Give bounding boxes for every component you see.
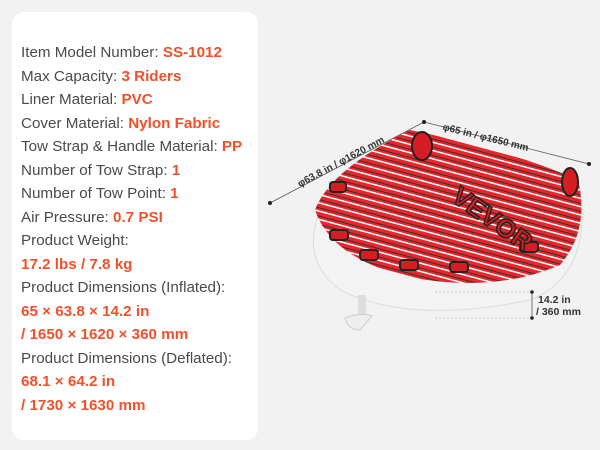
spec-tow-point: Number of Tow Point: 1 [21, 182, 242, 206]
spec-inflated-label: Product Dimensions (Inflated): [21, 279, 226, 296]
spec-value: 1 [171, 161, 181, 179]
spec-label: Air Pressure: [21, 208, 113, 226]
spec-value: 3 Riders [121, 67, 182, 85]
spec-value: Nylon Fabric [128, 114, 221, 132]
spec-deflated-value: 68.1 × 64.2 in [21, 373, 116, 390]
spec-deflated-label: Product Dimensions (Deflated): [21, 349, 233, 367]
spec-label: Tow Strap & Handle Material: [21, 138, 222, 155]
spec-liner: Liner Material: PVC [21, 88, 242, 112]
spec-value: SS-1012 [162, 44, 222, 61]
spec-capacity: Max Capacity: 3 Riders [21, 65, 242, 89]
spec-weight-label: Product Weight: [21, 232, 129, 249]
height-dimension-mm: / 360 mm [536, 306, 581, 318]
spec-weight-value: 17.2 lbs / 7.8 kg [21, 255, 133, 273]
spec-model: Item Model Number: SS-1012 [21, 41, 242, 65]
spec-label: Liner Material: [21, 91, 122, 108]
spec-value: 0.7 PSI [113, 208, 163, 226]
spec-tow-strap: Number of Tow Strap: 1 [21, 159, 242, 183]
spec-label: Number of Tow Strap: [21, 161, 172, 179]
spec-cover: Cover Material: Nylon Fabric [21, 112, 242, 136]
spec-strap-material: Tow Strap & Handle Material: PP [21, 135, 242, 159]
towable-tube-image: VEVOR [268, 120, 591, 331]
height-dimension-in: 14.2 in [538, 294, 571, 306]
spec-pressure: Air Pressure: 0.7 PSI [21, 206, 242, 230]
spec-list: Item Model Number: SS-1012 Max Capacity:… [21, 41, 242, 417]
spec-label: Number of Tow Point: [21, 185, 171, 202]
spec-label: Cover Material: [21, 114, 129, 132]
spec-label: Item Model Number: [21, 44, 163, 61]
spec-value: PP [221, 138, 243, 155]
spec-value: 1 [170, 185, 179, 202]
spec-label: Max Capacity: [21, 67, 122, 85]
spec-value: PVC [121, 91, 153, 108]
spec-deflated-value-mm: / 1730 × 1630 mm [21, 396, 146, 414]
spec-inflated-value: 65 × 63.8 × 14.2 in [21, 302, 150, 320]
spec-inflated-value-mm: / 1650 × 1620 × 360 mm [21, 326, 189, 343]
spec-card [12, 12, 258, 440]
